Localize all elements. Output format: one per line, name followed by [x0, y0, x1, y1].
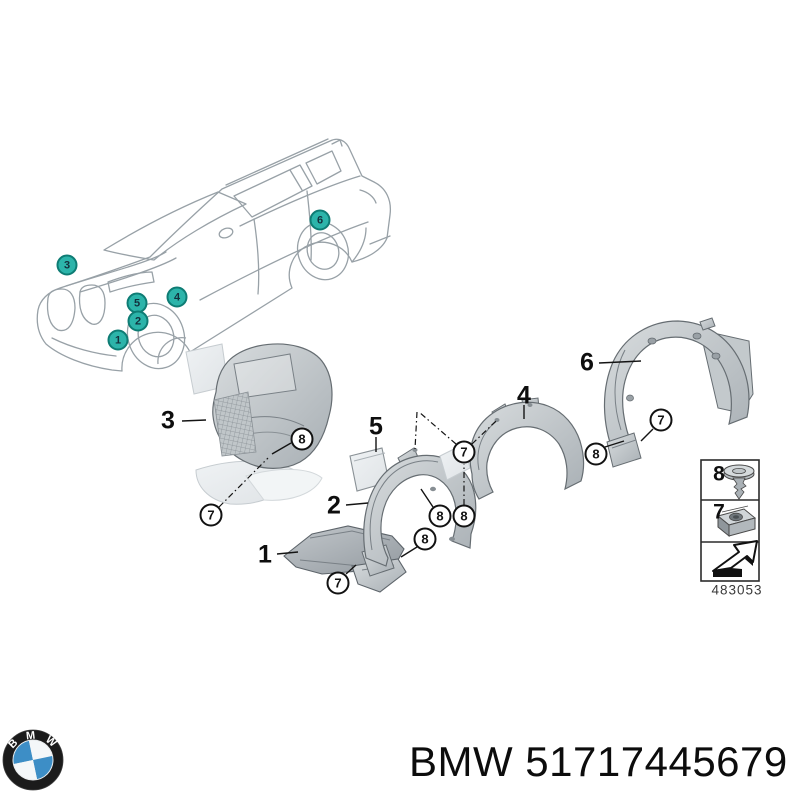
part-label-1: 1 — [258, 540, 272, 569]
fastener-callout-7: 7 — [326, 571, 350, 595]
car-callout-6: 6 — [309, 209, 331, 231]
ghost-bumper-pieces — [157, 336, 323, 505]
car-outline-drawing — [36, 138, 392, 372]
part-3-front-wheelhouse-liner — [212, 343, 333, 469]
fastener-callout-7: 7 — [649, 408, 673, 432]
part-label-3: 3 — [161, 406, 175, 435]
sheet-metal-nut-icon — [716, 505, 757, 538]
fastener-callout-7: 7 — [452, 440, 476, 464]
part-2-front-wheelhouse-liner-rear — [361, 447, 477, 577]
legend-label-8: 8 — [713, 462, 725, 486]
expansion-rivet-icon — [723, 464, 755, 500]
car-callout-1: 1 — [107, 329, 129, 351]
drawing-number: 483053 — [711, 582, 763, 598]
part-number-text: BMW 51717445679 — [409, 738, 788, 785]
car-callout-3: 3 — [56, 254, 78, 276]
part-label-6: 6 — [580, 348, 594, 377]
part-label-5: 5 — [369, 412, 383, 441]
bmw-logo: B M W — [2, 730, 64, 791]
fastener-callout-8: 8 — [290, 427, 314, 451]
legend-label-7: 7 — [713, 500, 725, 524]
fastener-callout-8: 8 — [584, 442, 608, 466]
direction-arrow-icon — [712, 540, 758, 577]
car-callout-2: 2 — [127, 310, 149, 332]
part-label-4: 4 — [517, 381, 531, 410]
leader-lines — [181, 360, 654, 575]
fastener-callout-8: 8 — [428, 504, 452, 528]
fastener-callout-7: 7 — [199, 503, 223, 527]
car-callout-4: 4 — [166, 286, 188, 308]
bmw-logo-letter-m: M — [25, 730, 35, 743]
legend-box — [700, 459, 760, 582]
part-label-2: 2 — [327, 491, 341, 520]
fastener-callout-8: 8 — [413, 527, 437, 551]
part-6-rear-wheelhouse-liner — [603, 317, 754, 468]
fastener-callout-8: 8 — [452, 504, 476, 528]
